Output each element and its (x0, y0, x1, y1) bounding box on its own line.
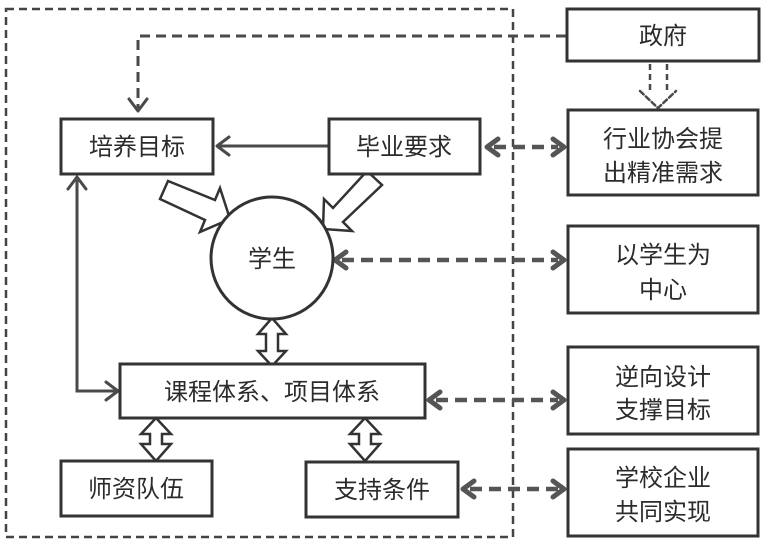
edge-curriculum-faculty (138, 416, 174, 463)
edge-graduation-student (321, 169, 384, 233)
node-graduation-requirement: 毕业要求 (327, 117, 482, 176)
node-student-centered-line1: 以学生为 (615, 241, 711, 269)
node-industry-association-line2: 出精准需求 (603, 159, 723, 187)
node-faculty-label: 师资队伍 (88, 475, 184, 503)
edge-student-curriculum (255, 316, 289, 368)
node-training-goal-label: 培养目标 (89, 133, 185, 161)
node-student: 学生 (209, 195, 335, 321)
node-industry-association: 行业协会提 出精准需求 (566, 108, 760, 197)
node-student-centered: 以学生为 中心 (566, 224, 760, 315)
edge-curriculum-support (347, 416, 383, 463)
edge-government-training-goal (127, 34, 566, 113)
edge-training-goal-curriculum (66, 175, 120, 402)
node-government-label: 政府 (639, 22, 687, 50)
node-support-conditions: 支持条件 (304, 460, 460, 519)
node-reverse-design-line2: 支撑目标 (615, 396, 711, 424)
node-reverse-design-line1: 逆向设计 (615, 363, 711, 391)
node-graduation-requirement-label: 毕业要求 (356, 133, 452, 161)
edge-graduation-industry (484, 136, 567, 158)
node-curriculum-label: 课程体系、项目体系 (164, 378, 380, 406)
edge-student-student-centered (332, 249, 567, 271)
edge-training-goal-student (158, 179, 232, 235)
node-student-centered-line2: 中心 (639, 276, 687, 304)
node-reverse-design: 逆向设计 支撑目标 (566, 345, 760, 436)
node-school-enterprise-line2: 共同实现 (615, 498, 711, 526)
edge-curriculum-reverse-design (426, 389, 567, 411)
node-training-goal: 培养目标 (59, 117, 215, 176)
edge-support-school-enterprise (460, 478, 567, 500)
node-government: 政府 (565, 7, 761, 63)
node-faculty: 师资队伍 (59, 459, 214, 518)
edge-government-industry (638, 64, 678, 110)
node-school-enterprise: 学校企业 共同实现 (566, 447, 760, 538)
school-boundary (4, 7, 515, 539)
node-curriculum: 课程体系、项目体系 (118, 362, 427, 420)
node-student-label: 学生 (248, 245, 296, 273)
edge-graduation-training-goal (215, 135, 328, 157)
node-support-conditions-label: 支持条件 (334, 476, 430, 504)
node-industry-association-line1: 行业协会提 (603, 125, 723, 153)
node-school-enterprise-line1: 学校企业 (615, 464, 711, 492)
